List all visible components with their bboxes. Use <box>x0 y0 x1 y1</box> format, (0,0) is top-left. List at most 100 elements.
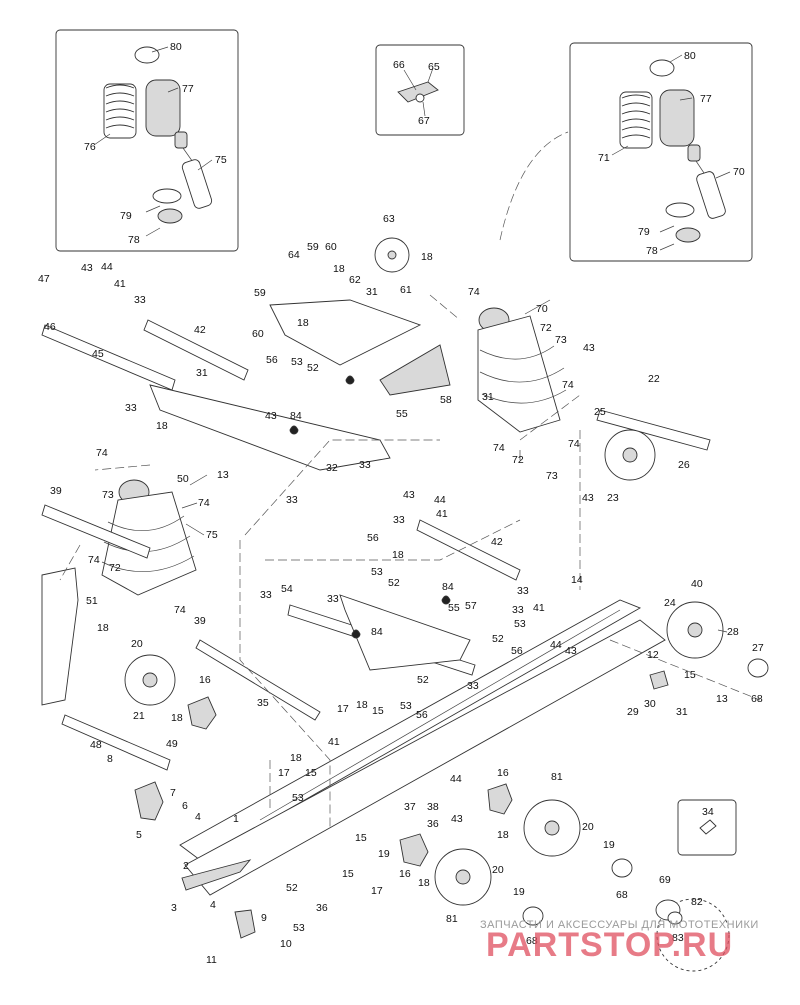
leader-lines <box>93 46 731 633</box>
part-label-53f: 53 <box>293 922 305 934</box>
part-label-44a: 44 <box>101 261 113 273</box>
part-label-74e: 74 <box>96 447 108 459</box>
grease-fitting <box>699 819 717 835</box>
right-slide-rail-line <box>259 609 621 821</box>
part-label-41b: 41 <box>436 508 448 520</box>
part-label-30: 30 <box>644 698 656 710</box>
part-label-81b: 81 <box>446 913 458 925</box>
part-label-8: 8 <box>107 753 113 765</box>
part-label-44d: 44 <box>450 773 462 785</box>
part-label-45: 45 <box>92 348 104 360</box>
part-label-18b: 18 <box>421 251 433 263</box>
shock-absorber-inset-left <box>174 131 213 209</box>
part-label-25: 25 <box>594 406 606 418</box>
part-label-79: 79 <box>120 210 132 222</box>
part-label-32: 32 <box>326 462 338 474</box>
part-label-56b: 56 <box>367 532 379 544</box>
part-label-13a: 13 <box>217 469 229 481</box>
part-label-33e: 33 <box>393 514 405 526</box>
part-label-53c: 53 <box>514 618 526 630</box>
part-label-15e: 15 <box>342 868 354 880</box>
part-label-51: 51 <box>86 595 98 607</box>
part-label-28: 28 <box>727 626 739 638</box>
part-label-18c: 18 <box>297 317 309 329</box>
part-label-84b: 84 <box>442 581 454 593</box>
part-label-6: 6 <box>182 800 188 812</box>
part-label-40: 40 <box>691 578 703 590</box>
part-label-31a: 31 <box>196 367 208 379</box>
part-label-13b: 13 <box>716 693 728 705</box>
part-label-83: 83 <box>672 932 684 944</box>
part-label-37: 37 <box>404 801 416 813</box>
bolt-66 <box>415 93 425 103</box>
part-label-56d: 56 <box>416 709 428 721</box>
part-label-41a: 41 <box>114 278 126 290</box>
part-label-14: 14 <box>571 574 583 586</box>
part-label-71: 71 <box>598 152 610 164</box>
part-label-43c: 43 <box>583 342 595 354</box>
part-label-73a: 73 <box>555 334 567 346</box>
part-label-42a: 42 <box>194 324 206 336</box>
shock-absorber-inset-right <box>687 144 726 219</box>
part-label-15a: 15 <box>684 669 696 681</box>
part-label-43b: 43 <box>265 410 277 422</box>
part-label-63: 63 <box>383 213 395 225</box>
part-label-60b: 60 <box>252 328 264 340</box>
part-label-48: 48 <box>90 739 102 751</box>
part-label-50: 50 <box>177 473 189 485</box>
part-label-24: 24 <box>664 597 676 609</box>
part-label-16b: 16 <box>497 767 509 779</box>
part-label-15c: 15 <box>305 767 317 779</box>
part-label-17b: 17 <box>278 767 290 779</box>
part-label-55b: 55 <box>448 602 460 614</box>
part-label-69: 69 <box>659 874 671 886</box>
part-label-36b: 36 <box>316 902 328 914</box>
part-label-33h: 33 <box>517 585 529 597</box>
part-label-18h: 18 <box>171 712 183 724</box>
shock-spring-inset-left <box>103 83 137 139</box>
part-label-81a: 81 <box>551 771 563 783</box>
part-label-22: 22 <box>648 373 660 385</box>
part-number-labels: 80 77 76 75 79 78 66 65 67 80 77 71 70 7… <box>38 41 764 966</box>
part-label-33g: 33 <box>327 593 339 605</box>
part-label-61: 61 <box>400 284 412 296</box>
part-label-41d: 41 <box>328 736 340 748</box>
watermark-logo: PARTSTOP.RU <box>486 926 733 964</box>
part-label-66: 66 <box>393 59 405 71</box>
part-label-4b: 4 <box>210 899 216 911</box>
part-label-74a: 74 <box>468 286 480 298</box>
part-label-57: 57 <box>465 600 477 612</box>
part-label-9: 9 <box>261 912 267 924</box>
part-label-43g: 43 <box>451 813 463 825</box>
part-label-33i: 33 <box>512 604 524 616</box>
part-label-60a: 60 <box>325 241 337 253</box>
part-label-17a: 17 <box>337 703 349 715</box>
part-label-53a: 53 <box>291 356 303 368</box>
part-label-34: 34 <box>702 806 714 818</box>
spring-adjuster-inset-left <box>157 208 183 224</box>
part-label-52b: 52 <box>388 577 400 589</box>
part-label-2: 2 <box>183 860 189 872</box>
part-label-72c: 72 <box>109 562 121 574</box>
end-caps <box>522 658 769 926</box>
part-label-77b: 77 <box>700 93 712 105</box>
part-label-36a: 36 <box>427 818 439 830</box>
part-label-55a: 55 <box>396 408 408 420</box>
part-label-78: 78 <box>128 234 140 246</box>
part-label-1: 1 <box>233 813 239 825</box>
part-label-82: 82 <box>691 896 703 908</box>
part-label-52c: 52 <box>492 633 504 645</box>
part-label-26: 26 <box>678 459 690 471</box>
bump-stop-inset-left <box>134 46 160 64</box>
part-label-20a: 20 <box>131 638 143 650</box>
part-label-33b: 33 <box>125 402 137 414</box>
part-label-16c: 16 <box>399 868 411 880</box>
part-label-43f: 43 <box>565 645 577 657</box>
part-label-44b: 44 <box>434 494 446 506</box>
suspension-arms <box>41 299 471 706</box>
part-label-80b: 80 <box>684 50 696 62</box>
part-label-53b: 53 <box>371 566 383 578</box>
part-label-31b: 31 <box>366 286 378 298</box>
part-label-15b: 15 <box>372 705 384 717</box>
